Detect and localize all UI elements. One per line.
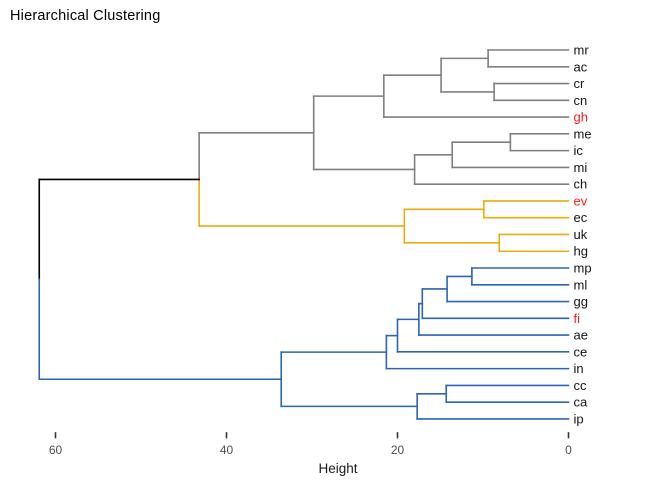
leaf-label-ip: ip — [574, 411, 584, 426]
chart-title: Hierarchical Clustering — [10, 8, 161, 24]
leaf-label-ch: ch — [574, 177, 588, 192]
leaf-label-ml: ml — [574, 277, 588, 292]
leaf-label-uk: uk — [574, 227, 588, 242]
leaf-label-me: me — [574, 126, 592, 141]
x-axis-tick-label: 40 — [220, 443, 234, 457]
leaf-label-ce: ce — [574, 344, 588, 359]
leaf-label-mi: mi — [574, 160, 588, 175]
x-axis-tick-label: 20 — [391, 443, 405, 457]
x-axis-title: Height — [318, 461, 357, 476]
leaf-label-mr: mr — [574, 43, 590, 58]
leaf-label-gh: gh — [574, 110, 588, 125]
leaf-label-hg: hg — [574, 244, 588, 259]
leaf-label-ev: ev — [574, 193, 588, 208]
leaf-label-cr: cr — [574, 76, 586, 91]
leaf-label-ic: ic — [574, 143, 584, 158]
leaf-label-ca: ca — [574, 395, 589, 410]
leaf-label-fi: fi — [574, 311, 581, 326]
x-axis-tick-label: 0 — [565, 443, 572, 457]
leaf-label-mp: mp — [574, 261, 592, 276]
leaf-label-cn: cn — [574, 93, 588, 108]
leaf-label-in: in — [574, 361, 584, 376]
leaf-label-ae: ae — [574, 328, 588, 343]
leaf-label-gg: gg — [574, 294, 588, 309]
x-axis-tick-label: 60 — [49, 443, 63, 457]
leaf-label-ec: ec — [574, 210, 588, 225]
leaf-label-cc: cc — [574, 378, 588, 393]
leaf-label-ac: ac — [574, 59, 588, 74]
